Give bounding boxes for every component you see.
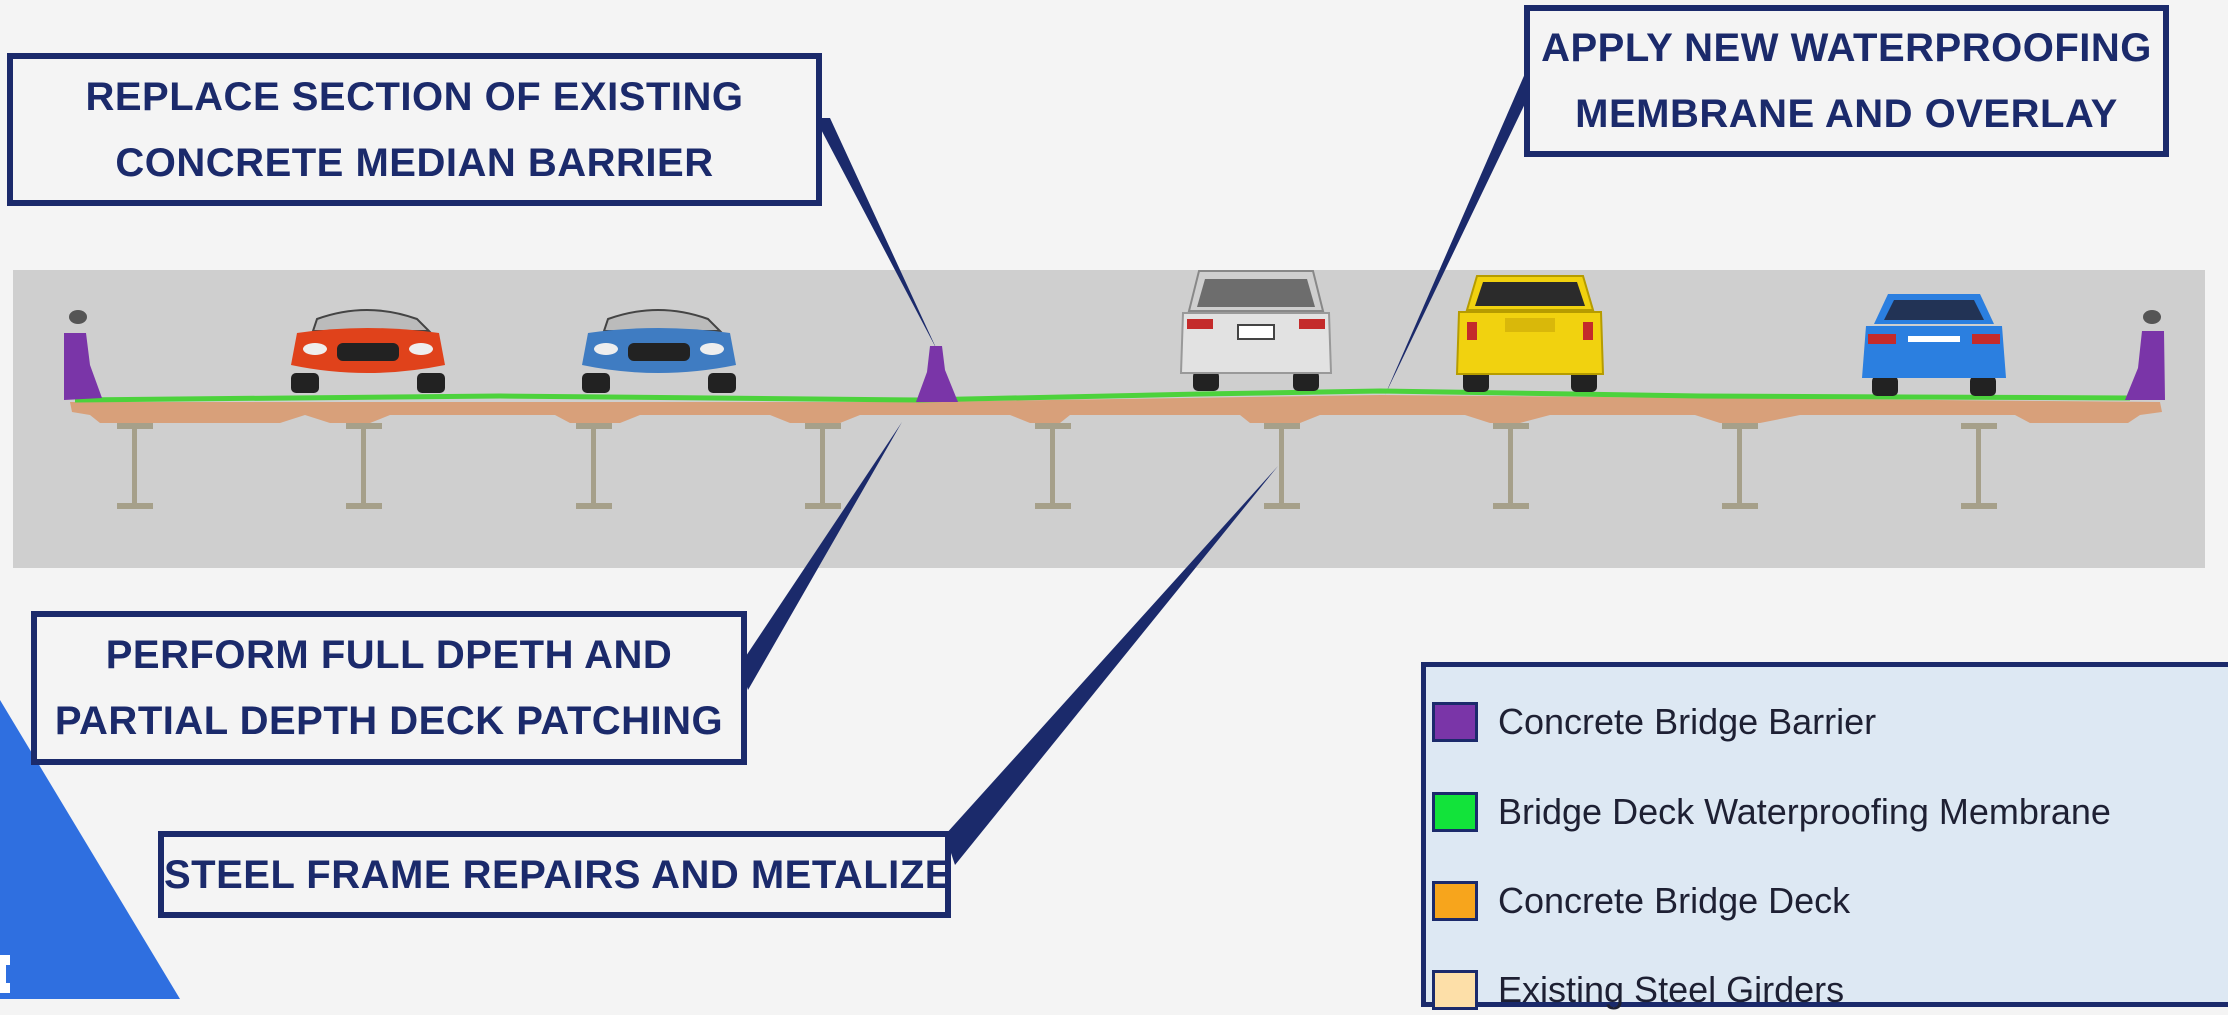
callout-deck-patching: PERFORM FULL DPETH AND PARTIAL DEPTH DEC… [31,611,747,765]
legend-label-membrane: Bridge Deck Waterproofing Membrane [1498,791,2111,832]
girder [1961,423,1997,509]
corner-accent-shape [0,700,180,999]
callout-waterproofing: APPLY NEW WATERPROOFING MEMBRANE AND OVE… [1524,5,2169,157]
legend-label-barrier: Concrete Bridge Barrier [1498,701,1877,742]
deck-patching-leader [740,422,902,690]
legend: Concrete Bridge Barrier Bridge Deck Wate… [1421,662,2228,1010]
yellow-hatchback [1455,275,1605,392]
steel-girders [117,423,1997,509]
callout-deck-patching-line2: PARTIAL DEPTH DECK PATCHING [54,699,724,743]
legend-item-deck: Concrete Bridge Deck [1432,876,1850,926]
callout-median-barrier-line2: CONCRETE MEDIAN BARRIER [115,140,714,185]
callout-steel-frame: STEEL FRAME REPAIRS AND METALIZE [158,831,951,918]
callout-median-barrier-line1: REPLACE SECTION OF EXISTING [85,74,744,119]
girder [1493,423,1529,509]
median-barrier-leader [815,118,937,350]
girder [1264,423,1300,509]
steel-frame-leader [945,466,1278,865]
blue-sedan [1858,294,2010,396]
legend-item-barrier: Concrete Bridge Barrier [1432,697,1876,747]
girder [346,423,382,509]
concrete-barrier-left [64,310,102,400]
concrete-deck [70,395,2162,423]
callout-deck-patching-line1: PERFORM FULL DPETH AND [105,633,673,677]
legend-swatch-girders [1432,970,1478,1010]
orange-convertible [291,309,445,393]
concrete-median-barrier [916,346,958,402]
girder [117,423,153,509]
girder [1722,423,1758,509]
callout-median-barrier: REPLACE SECTION OF EXISTING CONCRETE MED… [7,53,822,206]
callout-waterproofing-line1: APPLY NEW WATERPROOFING [1541,26,2152,70]
girder [1035,423,1071,509]
legend-item-membrane: Bridge Deck Waterproofing Membrane [1432,787,2111,837]
legend-swatch-barrier [1432,702,1478,742]
waterproofing-leader [1385,62,1545,395]
callout-waterproofing-line2: MEMBRANE AND OVERLAY [1575,92,2118,136]
legend-label-deck: Concrete Bridge Deck [1498,880,1851,921]
callout-steel-frame-line1: STEEL FRAME REPAIRS AND METALIZE [164,852,952,897]
silver-suv [1175,270,1337,391]
legend-swatch-membrane [1432,792,1478,832]
legend-swatch-deck [1432,881,1478,921]
girder [576,423,612,509]
concrete-barrier-right [2125,310,2165,400]
blue-convertible [582,309,736,393]
legend-label-girders: Existing Steel Girders [1498,969,1845,1010]
corner-logo-fragment [0,955,10,993]
girder [805,423,841,509]
legend-item-girders: Existing Steel Girders [1432,965,1844,1015]
waterproofing-membrane [74,388,2131,403]
